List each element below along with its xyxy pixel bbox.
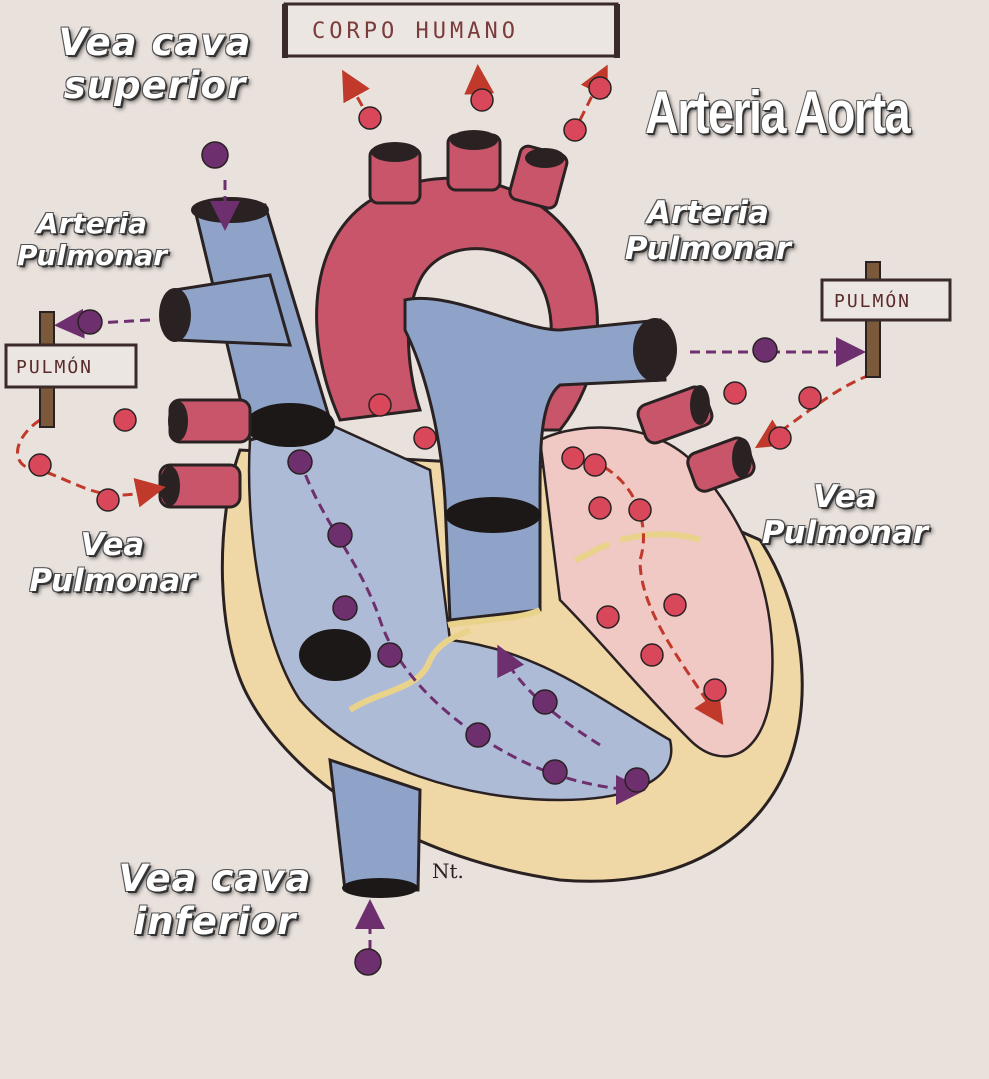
label-vena-cava-superior: Vea cava superior bbox=[58, 21, 252, 107]
vena-cava-inferior-vessel bbox=[328, 757, 422, 892]
label-vena-cava-inferior: Vea cava inferior bbox=[118, 857, 312, 943]
label-vea-pulmonar-right: Vea Pulmonar bbox=[761, 479, 929, 551]
pulmon-left-text: PULMÓN bbox=[16, 356, 93, 378]
corpo-humano-sign: CORPO HUMANO bbox=[282, 2, 620, 58]
pulmon-right-text: PULMÓN bbox=[834, 290, 911, 312]
heart-valves bbox=[348, 531, 701, 713]
left-pulmonary-veins bbox=[158, 398, 252, 509]
pulmonary-trunk bbox=[403, 297, 667, 622]
corpo-humano-text: CORPO HUMANO bbox=[312, 19, 519, 44]
pulmon-right-sign: PULMÓN bbox=[820, 261, 952, 378]
artist-signature: Nt. bbox=[432, 859, 464, 883]
right-pulmonary-veins bbox=[636, 385, 756, 493]
aorta-branches bbox=[368, 130, 569, 210]
pulmon-left-sign: PULMÓN bbox=[4, 311, 138, 428]
label-arteria-aorta: Arteria Aorta bbox=[645, 79, 911, 146]
oxygenated-blood-cells bbox=[28, 76, 822, 702]
deoxygenated-blood-cells bbox=[77, 141, 778, 976]
aorta bbox=[315, 176, 599, 432]
label-arteria-pulmonar-right: Arteria Pulmonar bbox=[624, 195, 792, 267]
label-vea-pulmonar-left: Vea Pulmonar bbox=[29, 527, 196, 599]
label-arteria-pulmonar-left: Arteria Pulmonar bbox=[16, 207, 168, 273]
